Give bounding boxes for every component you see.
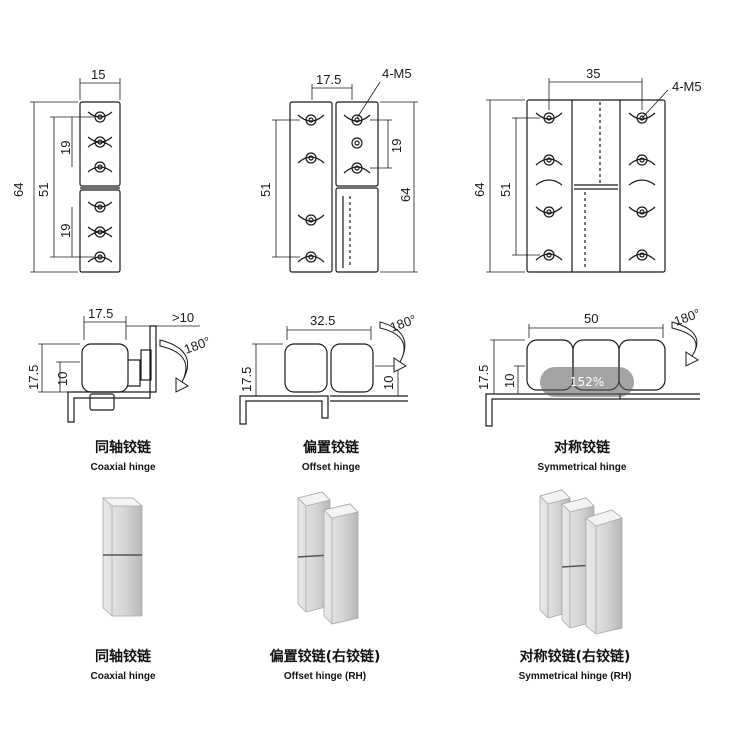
offset-side-thickness-dim: 10 [381, 376, 396, 390]
caption-coaxial-cn: 同轴铰链 [95, 439, 152, 456]
offset-side-height-dim: 17.5 [239, 367, 254, 392]
caption-offset-en: Offset hinge [302, 462, 361, 473]
caption-coaxial-en: Coaxial hinge [90, 462, 155, 473]
coaxial-inner-height-dim: 51 [36, 183, 51, 197]
offset-hole-label: 4-M5 [382, 66, 412, 81]
coaxial-top-view [30, 78, 121, 273]
coaxial-side-gap-dim: >10 [172, 310, 194, 325]
symmetric-side-width-dim: 50 [584, 311, 598, 326]
offset-side-width-dim: 32.5 [310, 313, 335, 328]
coaxial-pitch-upper-dim: 19 [58, 141, 73, 155]
coaxial-total-height-dim: 64 [11, 183, 26, 197]
caption-coaxial-render-en: Coaxial hinge [90, 671, 155, 682]
caption-coaxial-render-cn: 同轴铰链 [95, 648, 152, 665]
zoom-indicator: 152% [540, 367, 634, 397]
coaxial-width-dim: 15 [91, 67, 105, 82]
offset-side-angle: 180° [388, 312, 418, 335]
symmetric-side-angle: 180° [672, 306, 702, 329]
symmetric-inner-height-dim: 51 [498, 183, 513, 197]
coaxial-pitch-lower-dim: 19 [58, 224, 73, 238]
offset-inner-height-dim: 51 [258, 183, 273, 197]
offset-width-dim: 17.5 [316, 72, 341, 87]
symmetric-top-view [486, 78, 669, 273]
coaxial-side-height-dim: 17.5 [26, 365, 41, 390]
caption-symmetric-render-en: Symmetrical hinge (RH) [519, 671, 632, 682]
symmetric-total-height-dim: 64 [472, 183, 487, 197]
symmetric-side-height-dim: 17.5 [476, 365, 491, 390]
offset-side-view [239, 321, 408, 425]
caption-offset-cn: 偏置铰链 [303, 439, 360, 456]
caption-symmetric-en: Symmetrical hinge [538, 462, 627, 473]
symmetric-render [539, 489, 623, 635]
coaxial-side-width-dim: 17.5 [88, 306, 113, 321]
coaxial-side-angle: 180° [182, 334, 212, 357]
caption-symmetric-render-cn: 对称铰链(右铰链) [520, 648, 631, 665]
symmetric-side-thickness-dim: 10 [502, 374, 517, 388]
coaxial-render [101, 497, 144, 617]
offset-total-height-dim: 64 [398, 188, 413, 202]
symmetric-hole-label: 4-M5 [672, 79, 702, 94]
coaxial-side-thickness-dim: 10 [55, 372, 70, 386]
caption-offset-render-cn: 偏置铰链(右铰链) [270, 648, 381, 665]
offset-pitch-dim: 19 [389, 139, 404, 153]
caption-offset-render-en: Offset hinge (RH) [284, 671, 366, 682]
coaxial-side-view [38, 316, 200, 423]
offset-render [297, 491, 359, 625]
caption-symmetric-cn: 对称铰链 [554, 439, 611, 456]
symmetric-width-dim: 35 [586, 66, 600, 81]
offset-top-view [272, 81, 418, 273]
